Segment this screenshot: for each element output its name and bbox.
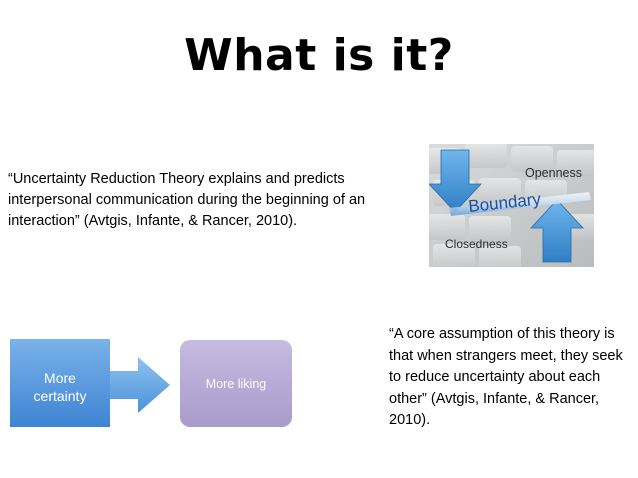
closedness-label: Closedness — [445, 237, 508, 251]
openness-label: Openness — [525, 166, 582, 180]
flow-diagram-svg: More certainty More liking — [10, 339, 292, 427]
slide-title: What is it? — [184, 30, 454, 81]
right-quote: “A core assumption of this theory is tha… — [389, 326, 623, 428]
more-liking-label: More liking — [206, 377, 266, 391]
more-certainty-label-line2: certainty — [34, 388, 87, 404]
boundary-illustration: Openness Boundary Closedness — [429, 144, 594, 267]
boundary-image: Openness Boundary Closedness — [429, 144, 594, 267]
down-arrow-icon — [429, 149, 482, 213]
up-arrow-icon — [530, 199, 584, 263]
more-certainty-label-line1: More — [44, 370, 76, 386]
left-quote: “Uncertainty Reduction Theory explains a… — [8, 171, 366, 229]
right-arrow-icon — [110, 357, 170, 413]
more-liking-box — [180, 340, 292, 427]
flow-diagram: More certainty More liking — [8, 337, 298, 432]
boundary-bar — [449, 192, 591, 216]
more-certainty-box — [10, 339, 110, 427]
